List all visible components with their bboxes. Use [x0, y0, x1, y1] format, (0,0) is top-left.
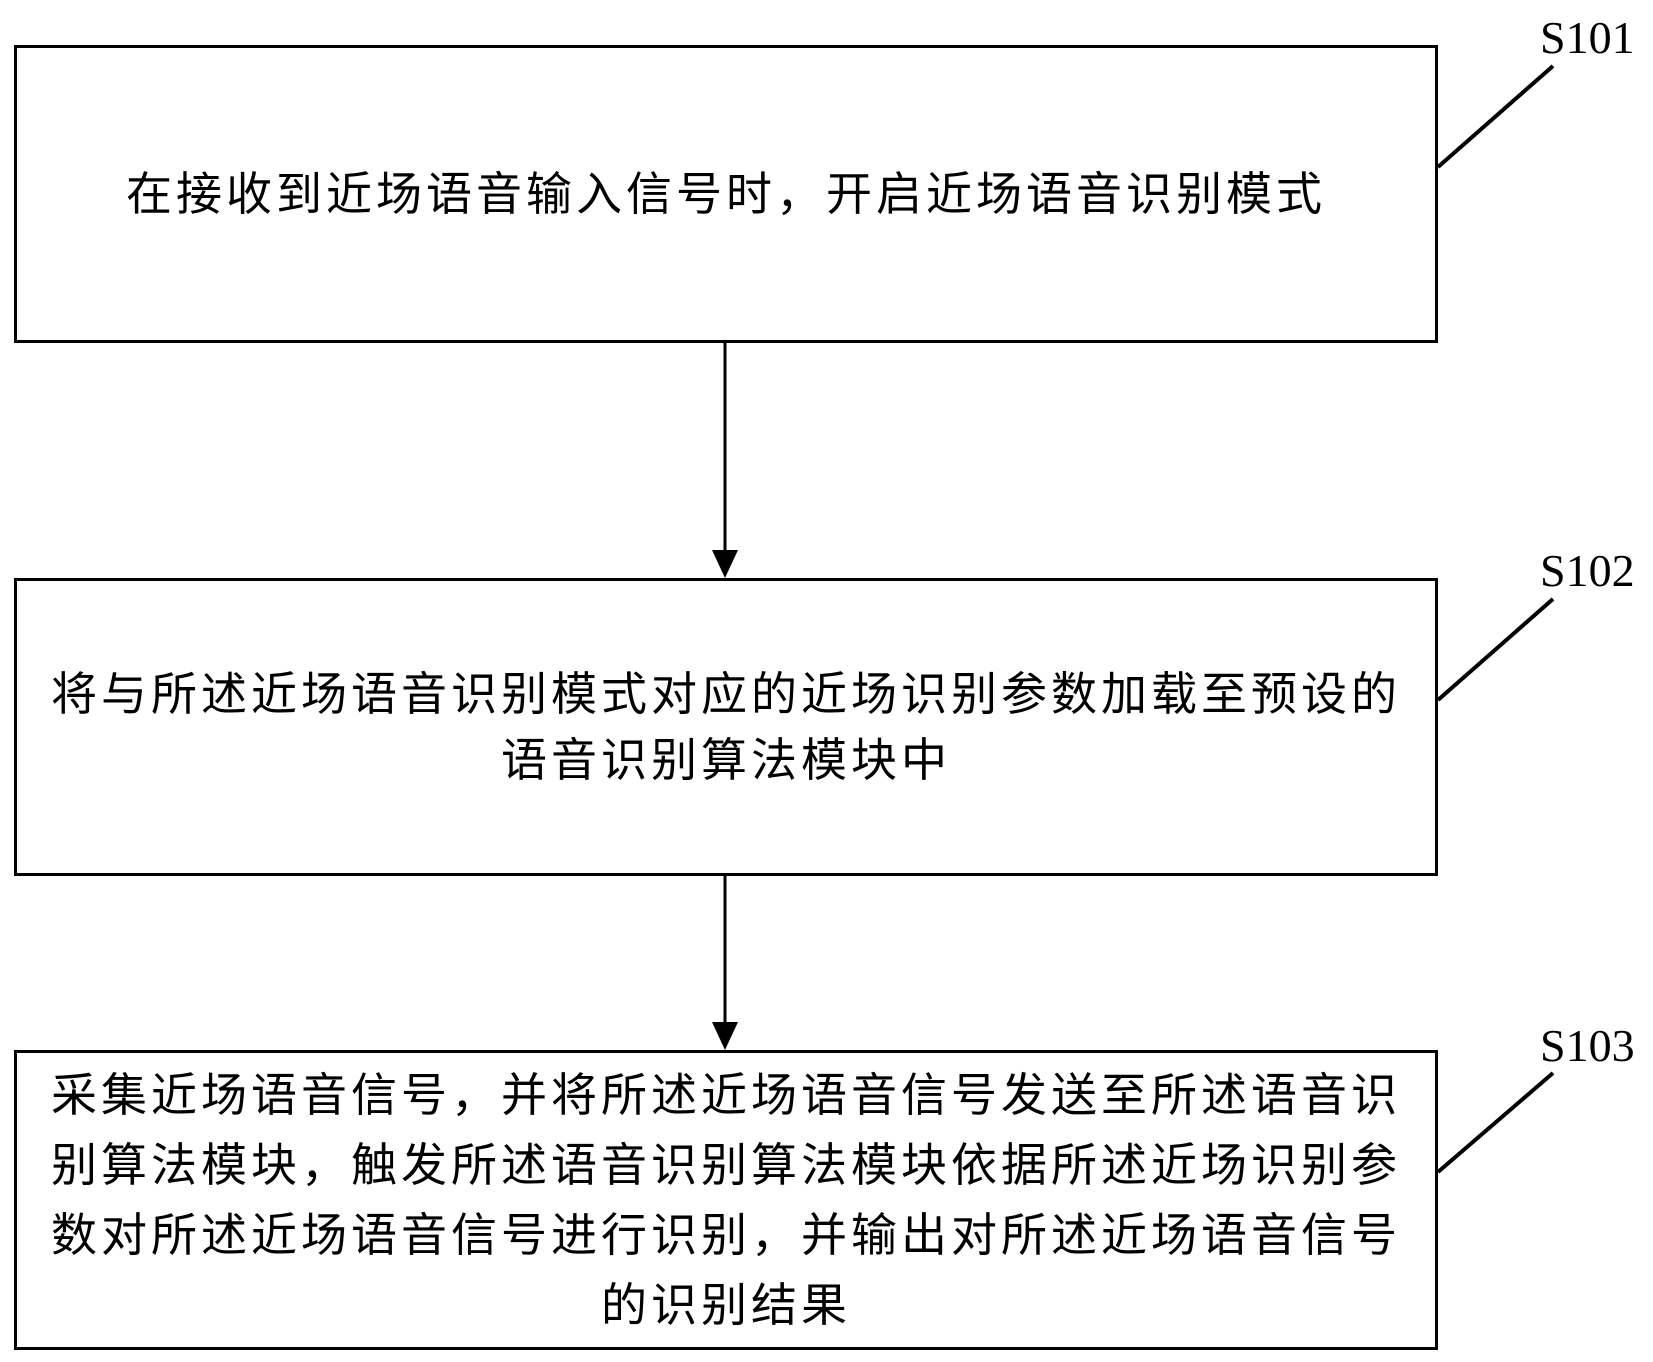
step-text-s103: 采集近场语音信号，并将所述近场语音信号发送至所述语音识别算法模块，触发所述语音识… [51, 1068, 1401, 1332]
step-text-s101: 在接收到近场语音输入信号时，开启近场语音识别模式 [126, 167, 1326, 221]
step-label-s101: S101 [1540, 12, 1635, 63]
step-box-s102: 将与所述近场语音识别模式对应的近场识别参数加载至预设的语音识别算法模块中 [14, 578, 1438, 876]
step-box-s101: 在接收到近场语音输入信号时，开启近场语音识别模式 [14, 45, 1438, 343]
leader-line-s101 [1436, 64, 1555, 169]
step-text-s102: 将与所述近场语音识别模式对应的近场识别参数加载至预设的语音识别算法模块中 [51, 667, 1401, 787]
arrowhead-icon [712, 1022, 738, 1050]
step-box-s103: 采集近场语音信号，并将所述近场语音信号发送至所述语音识别算法模块，触发所述语音识… [14, 1050, 1438, 1350]
leader-line-s102 [1436, 597, 1555, 702]
arrow-s102-to-s103 [712, 876, 738, 1050]
leader-line-s103 [1436, 1071, 1555, 1174]
arrow-s101-to-s102 [712, 343, 738, 578]
step-label-s103: S103 [1540, 1020, 1635, 1071]
step-label-s102: S102 [1540, 545, 1635, 596]
arrowhead-icon [712, 550, 738, 578]
